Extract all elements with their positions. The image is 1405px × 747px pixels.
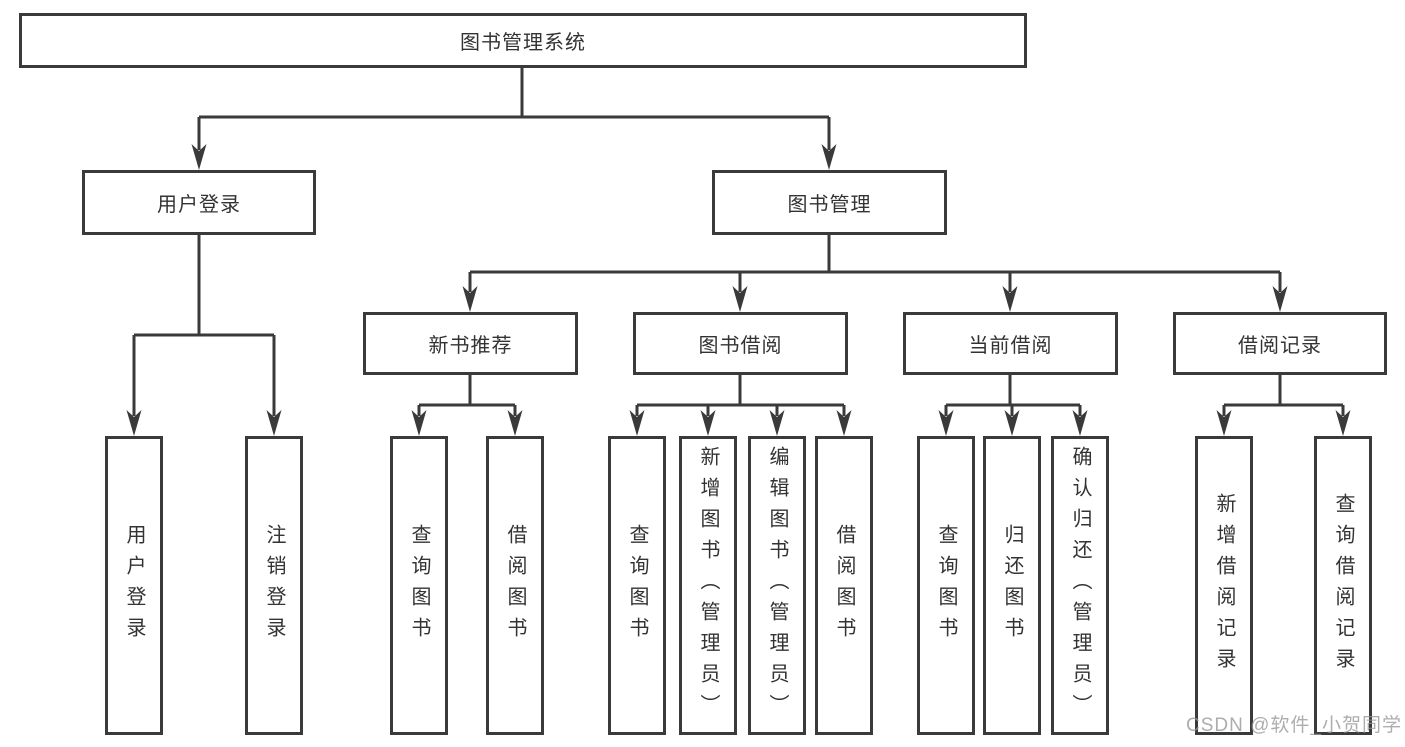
leaf-logout: 注销登录 [245, 436, 303, 735]
leaf-edit-book-admin: 编辑图书（管理员） [748, 436, 806, 735]
arrowhead-icon [191, 144, 207, 170]
arrowhead-icon [629, 410, 645, 436]
node-current-borrowing: 当前借阅 [903, 312, 1118, 375]
leaf-query-books-recommend: 查询图书 [390, 436, 448, 735]
arrowhead-icon [126, 410, 142, 436]
node-new-book-recommendation: 新书推荐 [363, 312, 578, 375]
arrowhead-icon [700, 410, 716, 436]
leaf-add-borrowing-record: 新增借阅记录 [1195, 436, 1253, 735]
leaf-add-book-admin: 新增图书（管理员） [679, 436, 737, 735]
arrowhead-icon [732, 286, 748, 312]
arrowhead-icon [1272, 286, 1288, 312]
leaf-user-login: 用户登录 [105, 436, 163, 735]
leaf-query-borrowing-record: 查询借阅记录 [1314, 436, 1372, 735]
leaf-query-books-borrowing: 查询图书 [608, 436, 666, 735]
arrowhead-icon [938, 410, 954, 436]
watermark: CSDN @软件_小贺同学 [1186, 715, 1402, 736]
node-book-management: 图书管理 [712, 170, 947, 235]
node-user-login: 用户登录 [82, 170, 316, 235]
node-borrowing-records: 借阅记录 [1173, 312, 1387, 375]
arrowhead-icon [1002, 286, 1018, 312]
leaf-query-books-current: 查询图书 [917, 436, 975, 735]
node-library-management-system: 图书管理系统 [19, 13, 1027, 68]
arrowhead-icon [266, 410, 282, 436]
arrowhead-icon [411, 410, 427, 436]
arrowhead-icon [1072, 410, 1088, 436]
arrowhead-icon [821, 144, 837, 170]
arrowhead-icon [462, 286, 478, 312]
leaf-borrow-books-borrowing: 借阅图书 [815, 436, 873, 735]
arrowhead-icon [1335, 410, 1351, 436]
leaf-borrow-books-recommend: 借阅图书 [486, 436, 544, 735]
arrowhead-icon [1216, 410, 1232, 436]
arrowhead-icon [507, 410, 523, 436]
arrowhead-icon [1004, 410, 1020, 436]
arrowhead-icon [836, 410, 852, 436]
leaf-confirm-return-admin: 确认归还（管理员） [1051, 436, 1109, 735]
node-book-borrowing: 图书借阅 [633, 312, 848, 375]
leaf-return-books: 归还图书 [983, 436, 1041, 735]
arrowhead-icon [769, 410, 785, 436]
